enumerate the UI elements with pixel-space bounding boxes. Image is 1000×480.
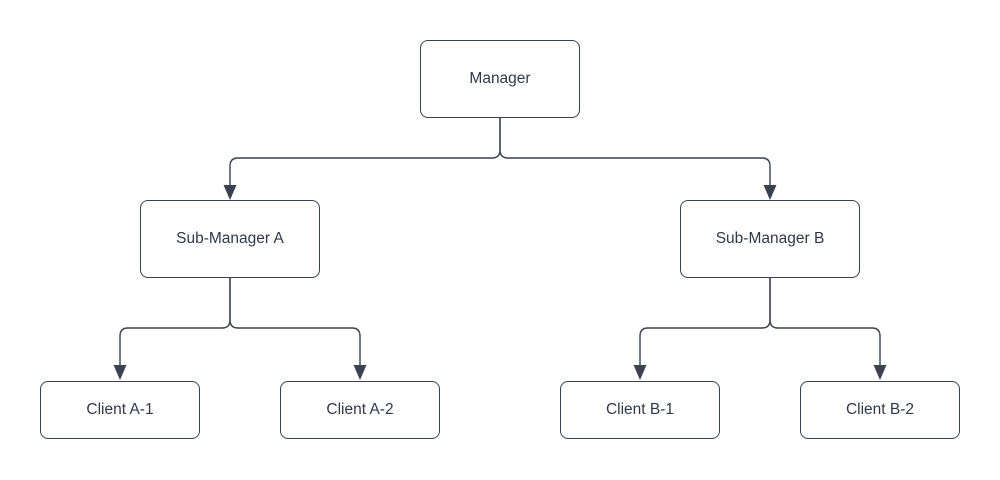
node-client-a1-label: Client A-1 (86, 400, 154, 418)
node-sub-manager-b[interactable]: Sub-Manager B (680, 200, 860, 278)
arrowhead-icon (353, 365, 367, 380)
node-client-a2[interactable]: Client A-2 (280, 381, 440, 439)
edge-manager-sub-b (499, 117, 777, 200)
arrowhead-icon (633, 365, 647, 380)
node-client-a1[interactable]: Client A-1 (40, 381, 200, 439)
edge-sub-a-client-a2 (229, 277, 367, 380)
node-client-b2-label: Client B-2 (845, 400, 915, 418)
node-client-a2-label: Client A-2 (326, 400, 394, 418)
node-client-b1-label: Client B-1 (605, 400, 675, 418)
node-client-b1[interactable]: Client B-1 (560, 381, 720, 439)
arrowhead-icon (763, 185, 777, 200)
arrowhead-icon (873, 365, 887, 380)
arrowhead-icon (223, 185, 237, 200)
edge-manager-sub-a (223, 117, 501, 200)
node-sub-manager-a-label: Sub-Manager A (176, 229, 284, 247)
edge-sub-b-client-b2 (769, 277, 887, 380)
node-sub-manager-b-label: Sub-Manager B (715, 229, 825, 247)
node-manager-label: Manager (469, 69, 531, 87)
node-client-b2[interactable]: Client B-2 (800, 381, 960, 439)
node-manager[interactable]: Manager (420, 40, 580, 118)
node-sub-manager-a[interactable]: Sub-Manager A (140, 200, 320, 278)
edge-sub-b-client-b1 (633, 277, 771, 380)
edge-sub-a-client-a1 (113, 277, 231, 380)
arrowhead-icon (113, 365, 127, 380)
